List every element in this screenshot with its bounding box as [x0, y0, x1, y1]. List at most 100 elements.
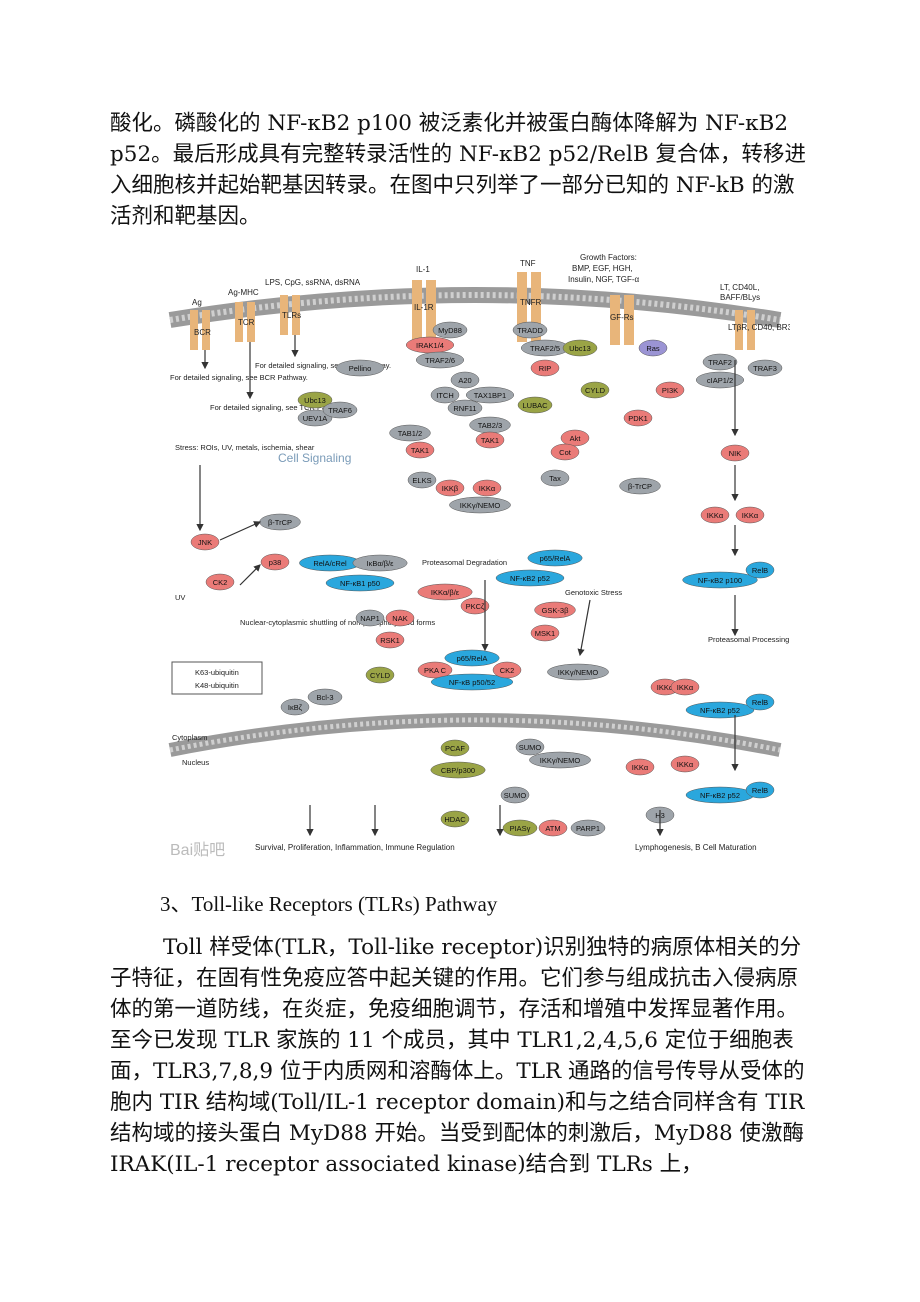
receptor-label: TNFR	[520, 298, 542, 307]
pathway-node-shape	[517, 396, 553, 414]
pathway-node-label: cIAP1/2	[707, 376, 733, 385]
pathway-node-shape	[700, 506, 730, 524]
pathway-node-label: CBP/p300	[441, 766, 475, 775]
pathway-node-label: PIASγ	[510, 824, 531, 833]
pathway-node-label: NAK	[392, 614, 407, 623]
receptor-label: TNF	[520, 259, 536, 268]
pathway-node-shape	[430, 761, 486, 779]
pathway-node-shape	[430, 386, 460, 404]
pathway-node-shape	[580, 381, 610, 399]
pathway-node-label: IKKα	[677, 683, 694, 692]
legend-box	[171, 661, 263, 695]
pathway-node-shape	[562, 339, 598, 357]
pathway-node-label: CK2	[213, 578, 228, 587]
pathway-node-shape	[670, 755, 700, 773]
pathway-node-label: RelB	[752, 566, 768, 575]
receptor-label: LT, CD40L,	[720, 283, 759, 292]
pathway-node-shape	[515, 738, 545, 756]
footer-label: Survival, Proliferation, Inflammation, I…	[255, 843, 455, 852]
pathway-node-label: TRAF3	[753, 364, 777, 373]
pathway-node-label: PI3K	[662, 386, 678, 395]
pathway-node-shape	[538, 819, 568, 837]
note: For detailed signaling, see TLR Pathway.	[255, 361, 391, 370]
pathway-node-label: NF-κB p50/52	[449, 678, 495, 687]
pathway-node-label: IKKα	[657, 683, 674, 692]
pathway-node-shape	[495, 569, 565, 587]
receptor-label: Ag	[192, 298, 202, 307]
pathway-node-shape	[280, 698, 310, 716]
pathway-node-shape	[745, 561, 775, 579]
pathway-node-shape	[530, 624, 560, 642]
pathway-node-label: NF-κB2 p52	[700, 706, 740, 715]
pathway-node-label: IKKβ	[442, 484, 459, 493]
pathway-node-label: TAB1/2	[398, 429, 422, 438]
pathway-node-shape	[655, 381, 685, 399]
pathway-node-label: p38	[269, 558, 282, 567]
note: K48-ubiquitin	[195, 681, 239, 690]
pathway-node-label: Pellino	[349, 364, 372, 373]
pathway-node-shape	[623, 409, 653, 427]
pathway-node-shape	[385, 609, 415, 627]
pathway-node-label: IRAK1/4	[416, 341, 444, 350]
pathway-node-label: CK2	[500, 666, 515, 675]
pathway-node-shape	[407, 471, 437, 489]
pathway-node-label: p65/RelA	[540, 554, 571, 563]
note: Nuclear-cytoplasmic shuttling of non-pho…	[240, 618, 435, 627]
pathway-node-label: NF-κB2 p52	[700, 791, 740, 800]
pathway-node-shape	[405, 441, 435, 459]
pathway-node-shape	[432, 321, 468, 339]
pathway-node-label: PKCζ	[466, 602, 485, 611]
pathway-node-shape	[685, 701, 755, 719]
pathway-node-shape	[375, 631, 405, 649]
pathway-node-shape	[444, 649, 500, 667]
pathway-node-shape	[465, 386, 515, 404]
pathway-node-shape	[322, 401, 358, 419]
pathway-node-label: IKKγ/NEMO	[558, 668, 599, 677]
pathway-node-label: Ubc13	[569, 344, 591, 353]
receptor-label: IL-1	[416, 265, 430, 274]
pathway-node-shape	[550, 443, 580, 461]
pathway-node-label: IKKγ/NEMO	[540, 756, 581, 765]
pathway-node-shape	[702, 353, 738, 371]
pathway-node-shape	[619, 477, 661, 495]
pathway-node-label: IKKα	[707, 511, 724, 520]
pathway-node-shape	[325, 574, 395, 592]
pathway-node-label: NF-κB2 p100	[698, 576, 742, 585]
pathway-node-shape	[492, 661, 522, 679]
pathway-node-label: IKKα	[742, 511, 759, 520]
pathway-node-label: TAB2/3	[478, 421, 502, 430]
pathway-node-label: TRAF6	[328, 406, 352, 415]
pathway-node-label: NIK	[729, 449, 742, 458]
pathway-node-label: CYLD	[370, 671, 391, 680]
pathway-node-shape	[638, 339, 668, 357]
pathway-node-label: TAK1	[481, 436, 499, 445]
pathway-node-label: LUBAC	[522, 401, 548, 410]
receptor-label: BAFF/BLys	[720, 293, 760, 302]
pathway-node-shape	[540, 469, 570, 487]
pathway-node-shape	[260, 553, 290, 571]
pathway-node-label: Akt	[570, 434, 582, 443]
pathway-node-label: IKKα/β/ε	[431, 588, 460, 597]
pathway-node-label: β-TrCP	[628, 482, 652, 491]
pathway-node-label: TAK1	[411, 446, 429, 455]
pathway-node-shape	[720, 444, 750, 462]
pathway-node-shape	[352, 554, 408, 572]
pathway-node-shape	[747, 359, 783, 377]
pathway-node-shape	[745, 781, 775, 799]
pathway-node-shape	[560, 429, 590, 447]
note: UV	[175, 593, 185, 602]
pathway-node-shape	[205, 573, 235, 591]
pathway-node-shape	[450, 371, 480, 389]
pathway-node-shape	[500, 786, 530, 804]
pathway-node-label: IκBα/β/ε	[367, 559, 395, 568]
pathway-node-shape	[529, 751, 591, 769]
pathway-node-shape	[447, 399, 483, 417]
pathway-node-label: IκBζ	[288, 703, 303, 712]
pathway-node-shape	[440, 810, 470, 828]
pathway-node-shape	[472, 479, 502, 497]
receptor-label: Ag-MHC	[228, 288, 259, 297]
pathway-node-label: TAX1BP1	[474, 391, 506, 400]
pathway-node-label: MSK1	[535, 629, 555, 638]
pathway-node-label: NF-κB1 p50	[340, 579, 380, 588]
